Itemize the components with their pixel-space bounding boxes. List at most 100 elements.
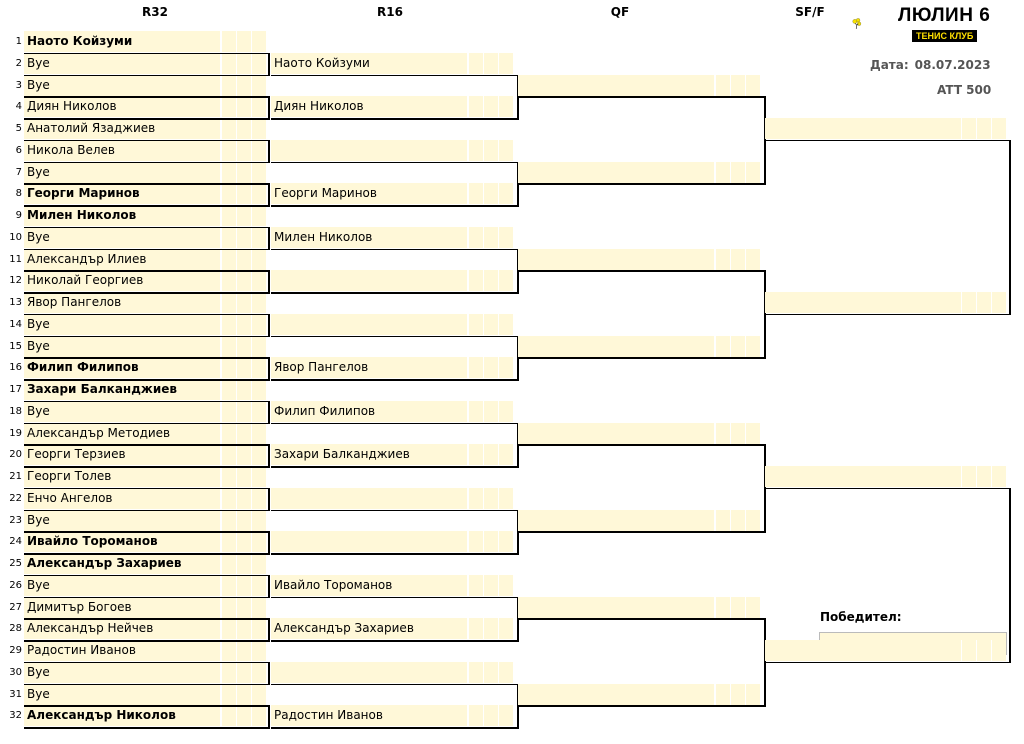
qf-score-cell[interactable]	[715, 683, 730, 705]
sf-score-cell[interactable]	[961, 640, 976, 661]
r32-player-name[interactable]: Александър Методиев	[24, 422, 220, 444]
r32-score-cell[interactable]	[221, 531, 236, 553]
r32-score-cell[interactable]	[251, 705, 266, 727]
r32-score-cell[interactable]	[221, 574, 236, 596]
r16-score-cell[interactable]	[498, 270, 513, 292]
r32-score-cell[interactable]	[236, 118, 251, 139]
r32-score-cell[interactable]	[221, 248, 236, 270]
qf-score-cell[interactable]	[730, 683, 745, 705]
r32-score-cell[interactable]	[221, 422, 236, 444]
r32-score-cell[interactable]	[221, 335, 236, 357]
r32-player-name[interactable]: Филип Филипов	[24, 357, 220, 379]
r32-score-cell[interactable]	[221, 270, 236, 292]
r32-score-cell[interactable]	[221, 444, 236, 466]
sf-player-name[interactable]	[765, 118, 961, 139]
r32-score-cell[interactable]	[251, 52, 266, 74]
r16-score-cell[interactable]	[483, 139, 498, 161]
r32-score-cell[interactable]	[236, 161, 251, 183]
qf-score-cell[interactable]	[745, 335, 760, 357]
qf-score-cell[interactable]	[730, 74, 745, 96]
r32-score-cell[interactable]	[236, 661, 251, 683]
r16-score-cell[interactable]	[498, 52, 513, 74]
r16-score-cell[interactable]	[468, 618, 483, 640]
r32-player-name[interactable]: Bye	[24, 509, 220, 531]
r16-score-cell[interactable]	[468, 574, 483, 596]
r16-player-name[interactable]	[271, 139, 467, 161]
r16-score-cell[interactable]	[498, 139, 513, 161]
sf-score-cell[interactable]	[961, 292, 976, 313]
r32-player-name[interactable]: Bye	[24, 661, 220, 683]
r16-score-cell[interactable]	[468, 183, 483, 205]
r32-score-cell[interactable]	[221, 487, 236, 509]
r32-score-cell[interactable]	[221, 661, 236, 683]
r16-player-name[interactable]: Георги Маринов	[271, 183, 467, 205]
r16-score-cell[interactable]	[468, 96, 483, 118]
qf-score-cell[interactable]	[745, 509, 760, 531]
qf-player-name[interactable]	[518, 422, 714, 444]
r32-score-cell[interactable]	[236, 357, 251, 379]
r32-score-cell[interactable]	[251, 118, 266, 139]
r32-score-cell[interactable]	[236, 487, 251, 509]
r32-score-cell[interactable]	[236, 640, 251, 661]
qf-score-cell[interactable]	[730, 596, 745, 618]
r32-score-cell[interactable]	[221, 118, 236, 139]
r32-score-cell[interactable]	[236, 226, 251, 248]
r32-score-cell[interactable]	[251, 205, 266, 226]
qf-score-cell[interactable]	[730, 509, 745, 531]
r16-player-name[interactable]: Явор Пангелов	[271, 357, 467, 379]
r32-score-cell[interactable]	[251, 661, 266, 683]
r16-score-cell[interactable]	[483, 226, 498, 248]
r32-score-cell[interactable]	[221, 31, 236, 52]
r32-player-name[interactable]: Bye	[24, 74, 220, 96]
sf-player-name[interactable]	[765, 292, 961, 313]
r32-score-cell[interactable]	[236, 509, 251, 531]
r32-score-cell[interactable]	[251, 509, 266, 531]
qf-player-name[interactable]	[518, 161, 714, 183]
r16-player-name[interactable]: Захари Балканджиев	[271, 444, 467, 466]
r32-player-name[interactable]: Енчо Ангелов	[24, 487, 220, 509]
r32-score-cell[interactable]	[251, 422, 266, 444]
r32-score-cell[interactable]	[221, 313, 236, 335]
r32-score-cell[interactable]	[221, 553, 236, 574]
r32-player-name[interactable]: Радостин Иванов	[24, 640, 220, 661]
qf-score-cell[interactable]	[715, 509, 730, 531]
r16-player-name[interactable]: Филип Филипов	[271, 400, 467, 422]
r16-score-cell[interactable]	[483, 618, 498, 640]
r32-score-cell[interactable]	[251, 248, 266, 270]
r16-score-cell[interactable]	[483, 444, 498, 466]
r32-score-cell[interactable]	[236, 422, 251, 444]
r32-player-name[interactable]: Bye	[24, 683, 220, 705]
r16-score-cell[interactable]	[468, 400, 483, 422]
r32-score-cell[interactable]	[236, 31, 251, 52]
r32-player-name[interactable]: Александър Нейчев	[24, 618, 220, 640]
r16-score-cell[interactable]	[483, 96, 498, 118]
r32-score-cell[interactable]	[251, 183, 266, 205]
sf-player-name[interactable]	[765, 640, 961, 661]
r32-score-cell[interactable]	[236, 596, 251, 618]
r16-score-cell[interactable]	[468, 661, 483, 683]
r32-score-cell[interactable]	[236, 553, 251, 574]
sf-score-cell[interactable]	[961, 118, 976, 139]
qf-score-cell[interactable]	[715, 161, 730, 183]
r32-player-name[interactable]: Bye	[24, 335, 220, 357]
r32-score-cell[interactable]	[251, 96, 266, 118]
r32-player-name[interactable]: Александър Захариев	[24, 553, 220, 574]
qf-score-cell[interactable]	[715, 74, 730, 96]
r32-score-cell[interactable]	[236, 183, 251, 205]
r32-score-cell[interactable]	[251, 618, 266, 640]
r32-score-cell[interactable]	[236, 705, 251, 727]
r32-score-cell[interactable]	[221, 379, 236, 400]
r16-score-cell[interactable]	[468, 52, 483, 74]
r32-player-name[interactable]: Георги Терзиев	[24, 444, 220, 466]
r16-score-cell[interactable]	[483, 705, 498, 727]
r32-score-cell[interactable]	[251, 335, 266, 357]
r32-score-cell[interactable]	[251, 31, 266, 52]
r32-score-cell[interactable]	[221, 139, 236, 161]
r16-player-name[interactable]: Ивайло Тороманов	[271, 574, 467, 596]
r16-score-cell[interactable]	[498, 444, 513, 466]
sf-score-cell[interactable]	[976, 640, 991, 661]
r16-score-cell[interactable]	[483, 531, 498, 553]
r32-score-cell[interactable]	[236, 74, 251, 96]
qf-player-name[interactable]	[518, 335, 714, 357]
r16-score-cell[interactable]	[483, 270, 498, 292]
